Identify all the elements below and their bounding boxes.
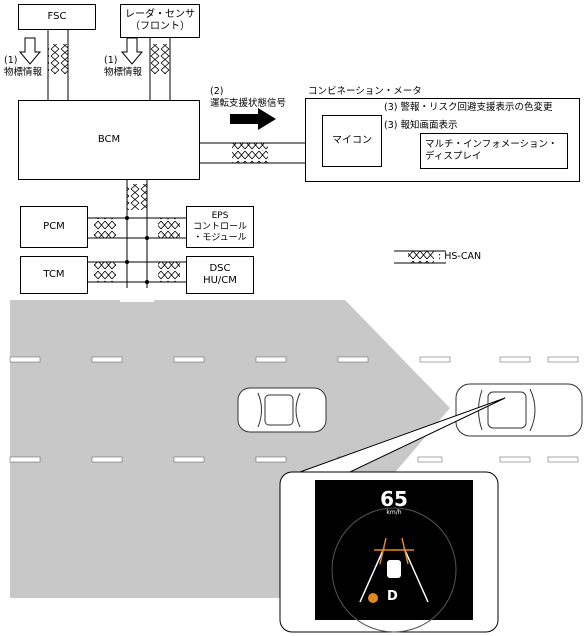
signal-3-color-change: (3) 警報・リスク回避支援表示の色変更 [384,102,553,113]
radar-box: レーダ・センサ （フロント） [120,4,200,38]
twisted-pair [48,44,434,282]
pcm-label: PCM [43,221,65,232]
bus-wires [88,180,446,288]
combination-meter-label: コンビネーション・メータ [308,86,422,98]
dsc-label-2: HU/CM [203,275,237,286]
signal-3-notice-display: (3) 報知画面表示 [384,120,458,131]
radar-label-1: レーダ・センサ [125,9,195,20]
signal-2-number: (2) [210,86,224,97]
pcm-box: PCM [20,206,88,248]
eps-box: EPS コントロール ・モジュール [186,206,254,248]
eps-label-1: EPS [211,210,229,221]
fsc-label: FSC [47,11,67,22]
display-car-icon [387,560,401,578]
fsc-box: FSC [18,4,96,30]
tcm-box: TCM [20,256,88,294]
arrow-signal-2 [230,108,276,130]
display-speed-unit: km/h [386,509,402,516]
bus-junctions [125,216,149,284]
signal-1-number-fsc: (1) [4,55,18,66]
bcm-box: BCM [18,100,200,180]
display-gear: D [387,589,398,604]
preceding-car [237,387,327,433]
signal-1-number-radar: (1) [104,55,118,66]
micom-label: マイコン [332,135,372,146]
display-speed: 65 [380,487,408,511]
dsc-label-1: DSC [209,263,231,274]
radar-label-2: （フロント） [130,21,190,32]
bcm-label: BCM [97,134,121,145]
micom-box: マイコン [322,115,382,167]
lane-lines-display [359,547,429,603]
ego-car [455,383,583,437]
eps-label-3: ・モジュール [193,232,247,243]
multi-info-display-box: マルチ・インフォメーション・ ディスプレイ [420,133,568,169]
arrow-target-info [18,37,144,65]
legend-hs-can: : HS-CAN [438,251,482,262]
warning-bars [374,537,414,565]
signal-2-text: 運転支援状態信号 [210,98,287,109]
tcm-label: TCM [43,269,65,280]
meter-ring [331,507,457,633]
dsc-box: DSC HU/CM [186,256,254,294]
multi-info-label-1: マルチ・インフォメーション・ [425,139,558,150]
eps-label-2: コントロール [192,221,247,232]
multi-info-label-2: ディスプレイ [425,151,482,162]
signal-1-text-radar: 物標情報 [104,67,143,78]
signal-1-text-fsc: 物標情報 [4,67,43,78]
warning-icon [368,593,378,603]
